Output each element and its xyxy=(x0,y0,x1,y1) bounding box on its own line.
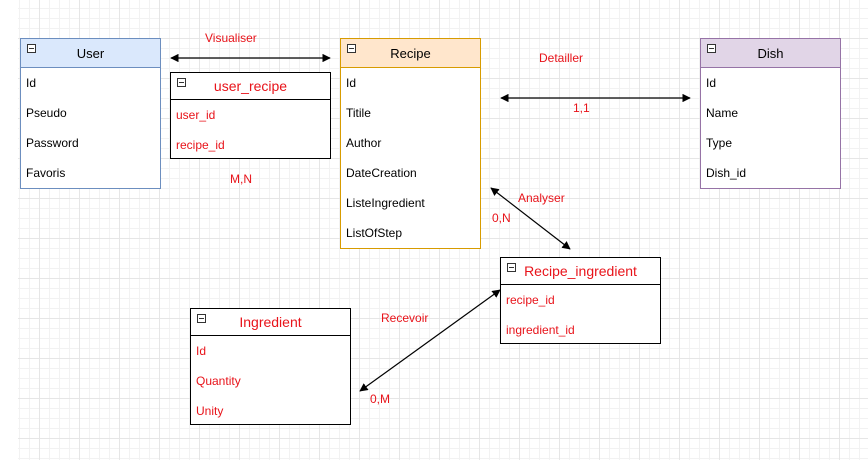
collapse-icon[interactable] xyxy=(27,44,36,53)
user-field-password: Password xyxy=(26,136,79,150)
recipe-field-listeingredient: ListeIngredient xyxy=(346,196,425,210)
user-field-favoris: Favoris xyxy=(26,166,66,180)
recipe-field-author: Author xyxy=(346,136,382,150)
user-entity-title: User xyxy=(76,45,105,61)
visualiser-cardinality: M,N xyxy=(230,172,252,186)
visualiser-label: Visualiser xyxy=(205,31,257,45)
user-recipe-field-user-id: user_id xyxy=(176,108,216,122)
collapse-icon[interactable] xyxy=(197,314,206,323)
ingredient-field-quantity: Quantity xyxy=(196,374,241,388)
ingredient-entity-header[interactable]: Ingredient xyxy=(191,309,350,336)
analyser-cardinality: 0,N xyxy=(492,211,511,225)
recevoir-edge[interactable] xyxy=(359,289,501,392)
analyser-edge[interactable] xyxy=(490,187,571,250)
user-entity-header[interactable]: User xyxy=(21,39,160,68)
recipe-ingredient-entity-title: Recipe_ingredient xyxy=(524,263,637,279)
dish-field-id: Id xyxy=(706,76,717,90)
user-recipe-entity-header[interactable]: user_recipe xyxy=(171,73,330,100)
ingredient-entity[interactable]: Ingredient Id Quantity Unity xyxy=(190,308,351,425)
dish-field-type: Type xyxy=(706,136,733,150)
collapse-icon[interactable] xyxy=(177,78,186,87)
recipe-field-title: Titile xyxy=(346,106,371,120)
recipe-field-datecreation: DateCreation xyxy=(346,166,417,180)
dish-entity-title: Dish xyxy=(757,45,784,61)
recipe-entity-header[interactable]: Recipe xyxy=(341,39,480,68)
recipe-entity[interactable]: Recipe Id Titile Author DateCreation Lis… xyxy=(340,38,481,249)
ingredient-field-id: Id xyxy=(196,344,207,358)
recipe-ingredient-entity-header[interactable]: Recipe_ingredient xyxy=(501,258,660,285)
user-field-pseudo: Pseudo xyxy=(26,106,67,120)
user-recipe-entity-title: user_recipe xyxy=(213,78,288,94)
canvas-left-margin xyxy=(0,0,18,460)
recipe-ingredient-field-ingredient-id: ingredient_id xyxy=(506,323,575,337)
ingredient-field-unity: Unity xyxy=(196,404,224,418)
detailler-cardinality: 1,1 xyxy=(573,101,590,115)
analyser-label: Analyser xyxy=(518,191,565,205)
user-recipe-field-recipe-id: recipe_id xyxy=(176,138,225,152)
dish-entity-header[interactable]: Dish xyxy=(701,39,840,68)
dish-field-dish-id: Dish_id xyxy=(706,166,747,180)
recevoir-label: Recevoir xyxy=(381,311,429,325)
user-field-id: Id xyxy=(26,76,37,90)
recipe-field-id: Id xyxy=(346,76,357,90)
recipe-ingredient-field-recipe-id: recipe_id xyxy=(506,293,555,307)
user-recipe-entity[interactable]: user_recipe user_id recipe_id xyxy=(170,72,331,159)
recipe-ingredient-entity[interactable]: Recipe_ingredient recipe_id ingredient_i… xyxy=(500,257,661,344)
dish-entity[interactable]: Dish Id Name Type Dish_id xyxy=(700,38,841,189)
user-entity[interactable]: User Id Pseudo Password Favoris xyxy=(20,38,161,189)
collapse-icon[interactable] xyxy=(707,44,716,53)
ingredient-entity-title: Ingredient xyxy=(239,314,302,330)
recipe-field-listofstep: ListOfStep xyxy=(346,226,403,240)
dish-field-name: Name xyxy=(706,106,739,120)
collapse-icon[interactable] xyxy=(347,44,356,53)
recevoir-cardinality: 0,M xyxy=(370,392,391,406)
collapse-icon[interactable] xyxy=(507,263,516,272)
recipe-entity-title: Recipe xyxy=(390,45,431,61)
detailler-label: Detailler xyxy=(539,51,584,65)
